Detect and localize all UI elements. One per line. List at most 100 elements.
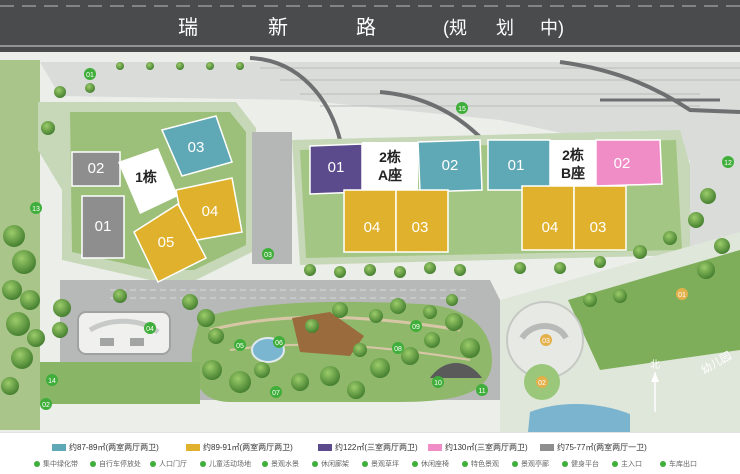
legend-text: 约130㎡(三室两厅两卫) (445, 442, 528, 452)
tree-icon (254, 362, 270, 378)
marker-03[interactable]: 03 (262, 248, 274, 260)
legend-sub-item: 集中绿化带 (34, 460, 78, 468)
marker-01[interactable]: 01 (84, 68, 96, 80)
tree-icon (197, 309, 215, 327)
marker-15[interactable]: 15 (456, 102, 468, 114)
unit-label: 02 (614, 155, 631, 172)
marker-08[interactable]: 08 (392, 342, 404, 354)
legend-dot (412, 461, 418, 467)
marker-group: 01 02 03 04 05 06 07 08 09 10 11 12 13 1… (30, 68, 734, 410)
tree-icon (208, 328, 224, 344)
legend-text: 约87-89㎡(两室两厅两卫) (69, 442, 159, 452)
marker-label: 12 (724, 160, 732, 167)
building-2a-sublabel: A座 (378, 167, 402, 183)
unit-b1-02[interactable] (71, 151, 121, 187)
tree-icon (12, 250, 36, 274)
unit-label: 04 (202, 203, 219, 220)
legend-dot (200, 461, 206, 467)
marker-label: 05 (236, 343, 244, 350)
marker-12[interactable]: 12 (722, 156, 734, 168)
tree-icon (11, 347, 33, 369)
legend-swatch (318, 443, 332, 451)
corridor-block (252, 132, 292, 264)
access-path (249, 56, 342, 141)
kindergarten-marker-02[interactable]: 02 (536, 376, 548, 388)
tree-icon (236, 62, 244, 70)
tree-icon (370, 358, 390, 378)
legend-dot (90, 461, 96, 467)
legend-item: 约75-77㎡(两室两厅一卫) (540, 441, 647, 453)
kindergarten-marker-03[interactable]: 03 (540, 334, 552, 346)
legend-sub-text: 车库出口 (669, 461, 697, 468)
unit-b2a-03[interactable] (395, 189, 449, 253)
tree-icon (460, 338, 480, 358)
marker-label: 03 (542, 338, 550, 345)
parking-stripes (260, 67, 740, 107)
legend-sub-item: 休闲座椅 (412, 460, 449, 468)
marker-05[interactable]: 05 (234, 339, 246, 351)
tree-icon (332, 302, 348, 318)
road-label-char: 新 (268, 16, 288, 39)
marker-04[interactable]: 04 (144, 322, 156, 334)
legend-sub-text: 特色景观 (471, 461, 499, 468)
legend-dot (150, 461, 156, 467)
road-label-char: 划 (496, 18, 514, 38)
legend-swatch (540, 443, 554, 451)
unit-b2a-02[interactable] (417, 139, 483, 193)
marker-14[interactable]: 14 (46, 374, 58, 386)
marker-label: 11 (478, 388, 485, 395)
rui-xin-road (0, 0, 740, 52)
legend-sub-text: 景观草坪 (371, 461, 399, 468)
tree-icon (514, 262, 526, 274)
kindergarten-lawn (568, 250, 740, 370)
marker-02[interactable]: 02 (40, 398, 52, 410)
compass-label: 北 (650, 359, 660, 371)
unit-b1-05[interactable] (133, 202, 208, 284)
legend-item: 约130㎡(三室两厅两卫) (428, 441, 528, 453)
north-compass: 北 (650, 359, 660, 412)
tree-icon (3, 225, 25, 247)
tree-icon (663, 231, 677, 245)
marker-11[interactable]: 11 (476, 384, 488, 396)
play-equipment (130, 338, 144, 346)
marker-label: 01 (678, 292, 686, 299)
legend-sub-item: 健身平台 (562, 460, 599, 468)
road-label-char: (规 (443, 18, 467, 38)
kindergarten-marker-01[interactable]: 01 (676, 288, 688, 300)
tree-icon (424, 332, 440, 348)
marker-09[interactable]: 09 (410, 320, 422, 332)
tree-icon (423, 305, 437, 319)
legend-dot (612, 461, 618, 467)
tree-icon (454, 264, 466, 276)
kindergarten-pond (528, 403, 630, 432)
unit-label: 02 (442, 157, 459, 174)
legend-swatch (428, 443, 442, 451)
tree-icon (85, 83, 95, 93)
legend-sub-text: 主入口 (621, 461, 642, 468)
marker-label: 06 (275, 340, 283, 347)
marker-label: 02 (42, 402, 50, 409)
marker-06[interactable]: 06 (273, 336, 285, 348)
marker-13[interactable]: 13 (30, 202, 42, 214)
unit-b2b-03[interactable] (573, 185, 627, 251)
tree-icon (700, 188, 716, 204)
unit-b2b-04[interactable] (521, 185, 575, 251)
road-label-char: 中) (540, 18, 564, 38)
building-1: 1栋 02 01 03 04 05 (71, 115, 243, 284)
unit-b1-01[interactable] (81, 195, 125, 259)
building-2a-core (362, 142, 418, 190)
tree-icon (688, 212, 704, 228)
building-2a-label: 2栋 (379, 149, 401, 165)
unit-b1-03[interactable] (160, 115, 233, 177)
legend-dot (660, 461, 666, 467)
site-plan-svg: 瑞 新 路 (规 划 中) (0, 0, 740, 432)
tree-icon (52, 322, 68, 338)
marker-10[interactable]: 10 (432, 376, 444, 388)
legend-text: 约89-91㎡(两室两厅两卫) (203, 442, 293, 452)
tree-icon (334, 266, 346, 278)
marker-07[interactable]: 07 (270, 386, 282, 398)
unit-label: 03 (188, 139, 205, 156)
unit-label: 04 (364, 219, 381, 236)
tree-icon (364, 264, 376, 276)
